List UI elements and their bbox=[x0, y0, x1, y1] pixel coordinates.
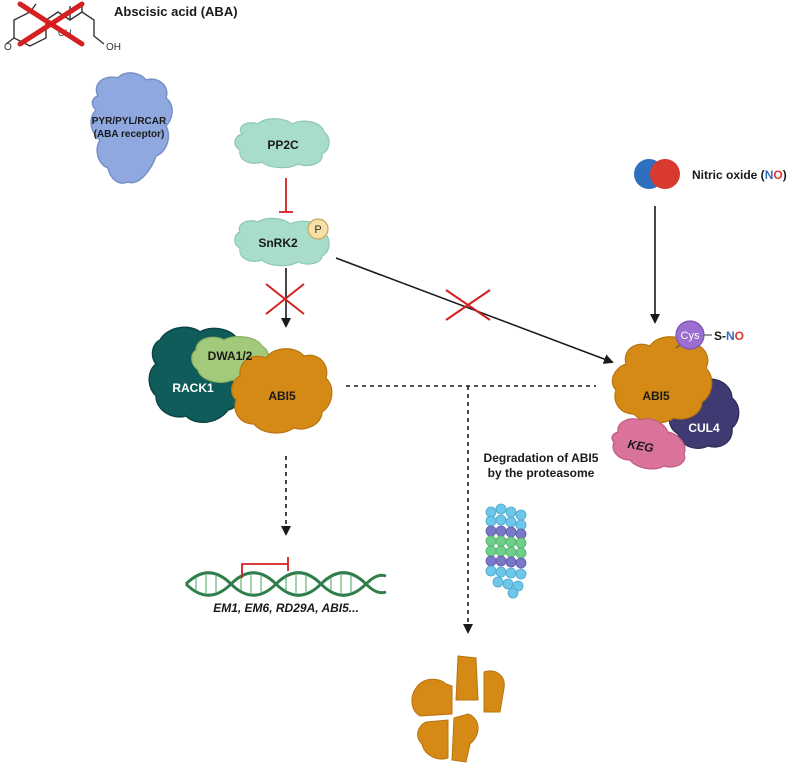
keg-label: KEG bbox=[627, 437, 655, 455]
abi5-left-blob-icon bbox=[231, 348, 333, 434]
pp2c-blob-icon bbox=[234, 118, 330, 169]
genes-label: EM1, EM6, RD29A, ABI5... bbox=[213, 601, 359, 615]
s-dash-label: S- bbox=[714, 329, 726, 343]
no-label-prefix: Nitric oxide ( bbox=[692, 168, 765, 182]
proteasome-icon bbox=[485, 503, 527, 599]
transcription-inhibition-icon bbox=[241, 557, 289, 578]
no-oxygen-icon bbox=[650, 159, 680, 189]
abi5-left-label: ABI5 bbox=[268, 389, 296, 403]
snrk2-label: SnRK2 bbox=[258, 236, 298, 250]
abi5-right-blob-icon bbox=[611, 336, 713, 424]
cys-label: Cys bbox=[681, 330, 700, 342]
dna-helix-icon bbox=[184, 571, 387, 597]
proteasome-label-line1: Degradation of ABI5 bbox=[484, 451, 599, 465]
aba-receptor-blob-icon bbox=[90, 72, 173, 184]
no-label-suffix: ) bbox=[783, 168, 787, 182]
s-n-label: N bbox=[726, 329, 735, 343]
degraded-abi5-fragments-icon bbox=[411, 655, 505, 763]
keg-blob-icon bbox=[611, 418, 686, 470]
aba-title: Abscisic acid (ABA) bbox=[114, 4, 238, 19]
aba-cross-icon bbox=[17, 1, 85, 47]
proteasome-label-line2: by the proteasome bbox=[488, 466, 595, 480]
dwa-label: DWA1/2 bbox=[208, 349, 253, 363]
receptor-label-line2: (ABA receptor) bbox=[94, 129, 165, 140]
pp2c-inhibits-snrk2 bbox=[279, 178, 293, 213]
blocked-cross-right-icon bbox=[445, 289, 491, 321]
no-label: Nitric oxide (NO) bbox=[692, 168, 787, 182]
aba-atom-oh-2: OH bbox=[106, 42, 121, 53]
phospho-icon bbox=[307, 218, 329, 240]
no-label-n: N bbox=[765, 168, 774, 182]
cul4-label: CUL4 bbox=[688, 421, 720, 435]
phospho-label: P bbox=[314, 224, 321, 236]
snrk2-blob-icon bbox=[234, 217, 330, 267]
s-o-label: O bbox=[735, 329, 744, 343]
no-label-o: O bbox=[773, 168, 782, 182]
blocked-cross-icon bbox=[265, 283, 305, 315]
pp2c-label: PP2C bbox=[267, 138, 299, 152]
rack1-label: RACK1 bbox=[172, 381, 214, 395]
aba-atom-o: O bbox=[4, 42, 12, 53]
receptor-label-line1: PYR/PYL/RCAR bbox=[92, 116, 167, 127]
abi5-right-label: ABI5 bbox=[642, 389, 670, 403]
s-no-label: S-NO bbox=[714, 329, 744, 343]
